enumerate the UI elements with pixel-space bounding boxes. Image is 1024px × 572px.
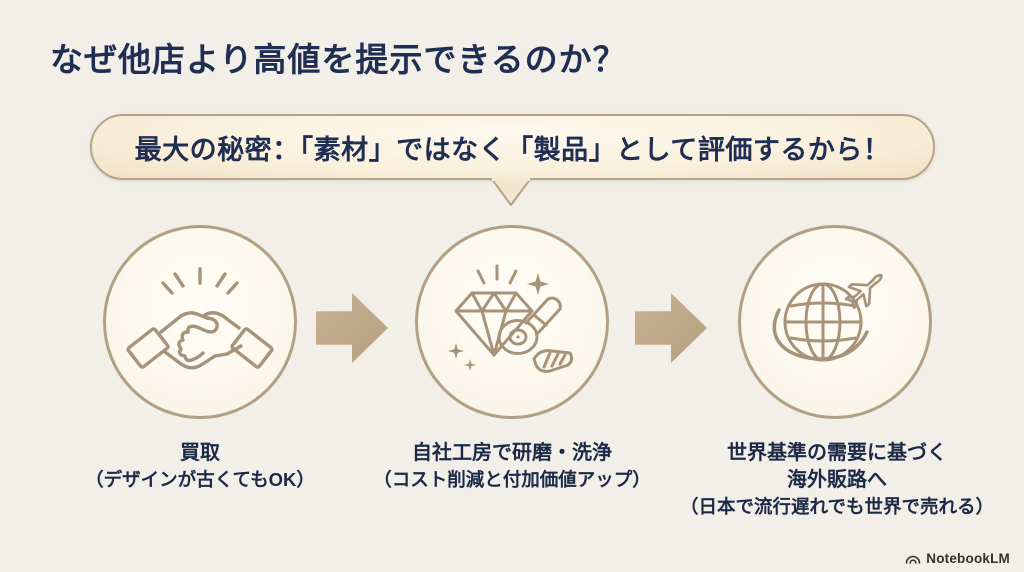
secret-banner-text: 最大の秘密：「素材」ではなく「製品」として評価するから！ [134,134,891,165]
step-circle-buyback [103,225,297,419]
step-subtitle: （日本で流行遅れでも世界で売れる） [680,496,994,517]
step-circle-polishing [415,225,609,419]
brand-name: NotebookLM [926,551,1010,566]
step-title-line2: 海外販路へ [787,469,887,491]
diamond-polishing-icon [448,264,574,373]
handshake-icon [126,267,274,370]
step-title: 買取 [180,442,220,464]
globe-airplane-icon [772,273,883,362]
step-label-overseas: 世界基準の需要に基づく 海外販路へ （日本で流行遅れでも世界で売れる） [668,440,1006,520]
notebooklm-badge: NotebookLM [905,551,1010,566]
step-subtitle: （デザインが古くてもOK） [85,469,315,490]
notebooklm-arcs-icon [905,555,921,564]
step-label-buyback: 買取 （デザインが古くてもOK） [55,440,345,493]
step-label-polishing: 自社工房で研磨・洗浄 （コスト削減と付加価値アップ） [357,440,667,493]
banner-tail [490,178,532,206]
step-title: 世界基準の需要に基づく [727,442,947,464]
page-title: なぜ他店より高値を提示できるのか？ [50,43,627,79]
step-title: 自社工房で研磨・洗浄 [412,442,612,464]
arrow-right-icon [635,293,707,363]
arrow-right-icon [316,293,388,363]
secret-banner: 最大の秘密：「素材」ではなく「製品」として評価するから！ [90,114,935,180]
step-subtitle: （コスト削減と付加価値アップ） [373,469,651,490]
step-circle-overseas [738,225,932,419]
